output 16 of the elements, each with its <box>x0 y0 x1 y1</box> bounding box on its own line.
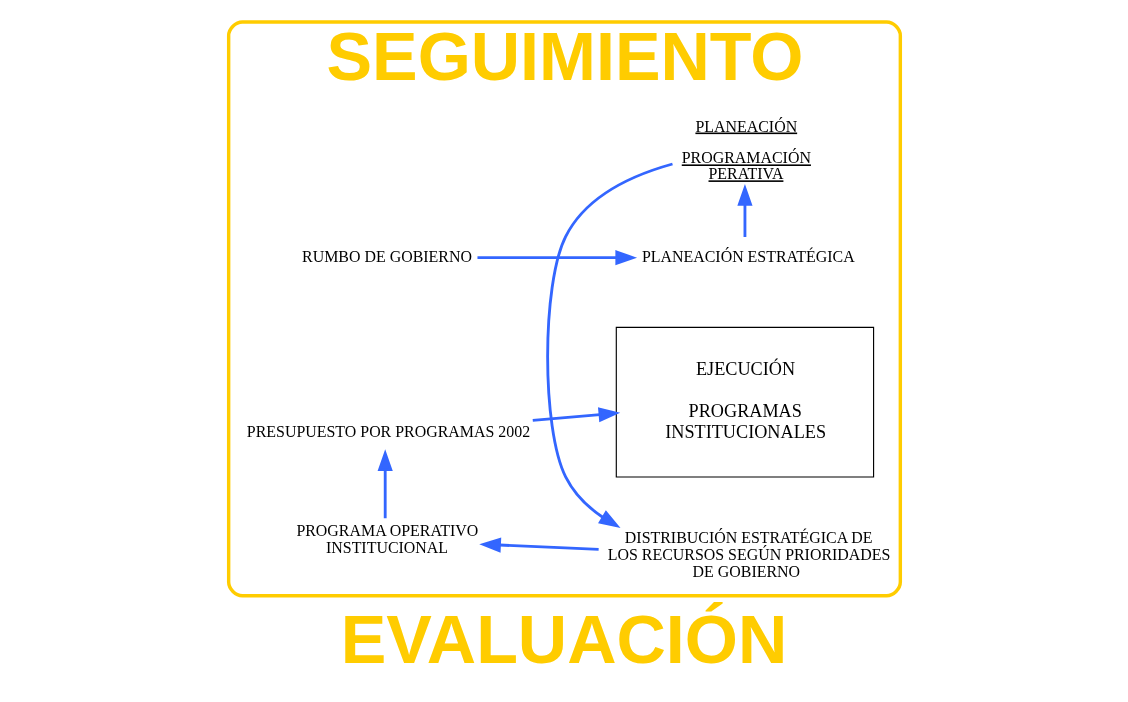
cluster <box>226 20 902 598</box>
diagram-title: SEGUIMIENTO <box>326 18 803 95</box>
node-text: PLANEACIÓN PROGRAMACIÓN PERATIVA <box>681 117 811 183</box>
node-text: RUMBO DE GOBIERNO <box>301 247 472 265</box>
arrow <box>476 250 637 266</box>
arrow <box>736 184 753 237</box>
arrow <box>545 162 673 528</box>
arrow <box>377 449 393 519</box>
arrow <box>478 537 599 553</box>
node-text: PLANEACIÓN ESTRATÉGICA <box>641 247 855 265</box>
caption: EVALUACIÓN <box>340 600 787 677</box>
arrow <box>532 407 620 423</box>
node-text: PROGRAMA OPERATIVO INSTITUCIONAL <box>295 521 478 556</box>
node-box: EJECUCIÓN PROGRAMAS INSTITUCIONALES <box>615 326 874 478</box>
node-text: DISTRIBUCIÓN ESTRATÉGICA DE LOS RECURSOS SEGÚN PRIORIDADES DE GOBIERNO <box>607 529 890 581</box>
node-text: PRESUPUESTO POR PROGRAMAS 2002 <box>246 423 530 441</box>
